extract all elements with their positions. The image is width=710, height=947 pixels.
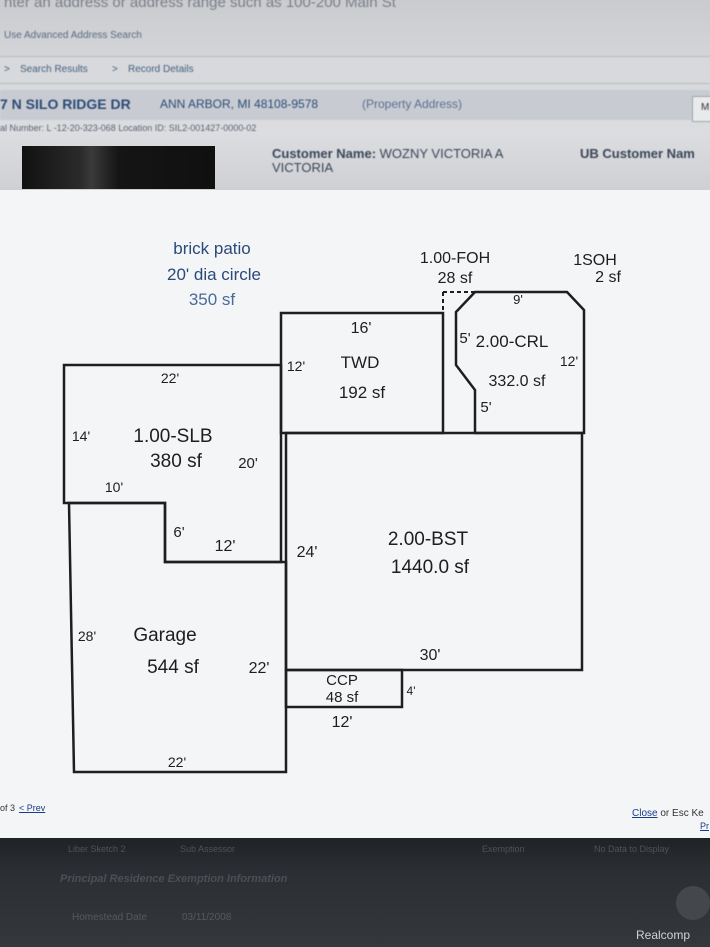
property-city: ANN ARBOR, MI 48108-9578 — [160, 97, 319, 111]
lower-col-3: Exemption — [482, 844, 525, 854]
lower-panel: Liber Sketch 2 Sub Assessor Exemption No… — [0, 838, 710, 947]
crl-left-upper-dim: 5' — [459, 330, 470, 347]
pager-count: of 3 — [0, 803, 16, 813]
bst-area: 1440.0 sf — [391, 557, 470, 578]
ccp-outline — [284, 668, 404, 709]
crl-area: 332.0 sf — [489, 373, 546, 390]
customer-name: Customer Name: WOZNY VICTORIA A — [272, 146, 503, 161]
search-hint-text: nter an address or address range such as… — [4, 0, 396, 11]
breadcrumb-record-details[interactable]: Record Details — [128, 64, 194, 75]
lower-col-4: No Data to Display — [594, 844, 670, 854]
slb-left-dim: 14' — [72, 428, 90, 444]
ub-customer-label: UB Customer Nam — [580, 146, 695, 161]
patio-desc: 20' dia circle — [167, 265, 261, 284]
garage-area: 544 sf — [147, 657, 199, 678]
garage-bottom-dim: 22' — [168, 754, 186, 770]
customer-name-label: Customer Name: — [272, 146, 377, 161]
crl-right-dim: 12' — [560, 353, 578, 369]
ccp-right-dim: 4' — [407, 684, 416, 698]
close-link[interactable]: Close — [632, 808, 658, 819]
bst-bottom-dim: 30' — [420, 647, 441, 664]
bst-outline — [284, 431, 584, 672]
ccp-area: 48 sf — [326, 689, 359, 706]
slb-name: 1.00-SLB — [133, 426, 212, 447]
crl-outline — [454, 290, 586, 435]
breadcrumb: > Search Results > Record Details — [0, 56, 710, 84]
homestead-value: 03/11/2008 — [182, 912, 232, 923]
bst-left-dim: 24' — [297, 544, 318, 561]
bst-name: 2.00-BST — [388, 529, 469, 550]
map-button[interactable]: M — [692, 96, 710, 122]
twd-left-dim: 12' — [287, 358, 305, 374]
twd-name: TWD — [341, 353, 380, 372]
pin-icon — [676, 886, 710, 920]
patio-area: 350 sf — [189, 290, 236, 309]
customer-name-line2: VICTORIA — [272, 160, 334, 175]
slb-notch-horizontal-dim: 12' — [215, 538, 236, 555]
foh-name: 1.00-FOH — [420, 250, 490, 267]
section-title: Principal Residence Exemption Informatio… — [60, 873, 288, 885]
close-hint-suffix: or Esc Ke — [657, 808, 704, 819]
ccp-name: CCP — [326, 672, 358, 689]
soh-area: 2 sf — [595, 269, 621, 286]
lower-col-1: Liber Sketch 2 — [68, 844, 126, 854]
close-hint: Close or Esc Ke — [632, 808, 704, 819]
parcel-number: al Number: L -12-20-323-068 Location ID:… — [0, 123, 257, 133]
foh-outline — [442, 291, 475, 433]
foh-area: 28 sf — [438, 270, 473, 287]
breadcrumb-separator: > — [4, 64, 10, 75]
twd-area: 192 sf — [339, 383, 386, 402]
lower-col-2: Sub Assessor — [180, 844, 236, 854]
crl-left-lower-dim: 5' — [480, 399, 491, 416]
property-address-note: (Property Address) — [362, 97, 463, 111]
watermark: Realcomp — [636, 928, 691, 942]
ccp-bottom-dim: 12' — [332, 714, 353, 731]
property-address: 7 N SILO RIDGE DR — [0, 96, 131, 112]
crl-name: 2.00-CRL — [476, 332, 549, 351]
property-photo — [22, 146, 215, 189]
breadcrumb-separator: > — [112, 64, 118, 75]
prev-link[interactable]: < Prev — [19, 803, 46, 813]
slb-area: 380 sf — [150, 451, 202, 472]
slb-top-dim: 22' — [161, 370, 179, 386]
garage-right-dim: 22' — [249, 660, 270, 677]
slb-notch-vertical-dim: 6' — [173, 524, 184, 541]
pager: of 3< Prev — [0, 803, 45, 813]
garage-name: Garage — [133, 625, 196, 646]
property-address-bar: 7 N SILO RIDGE DR ANN ARBOR, MI 48108-95… — [0, 90, 710, 122]
map-button-label: M — [701, 102, 710, 113]
soh-name: 1SOH — [573, 252, 617, 269]
slb-bottom-dim: 10' — [105, 479, 123, 495]
crl-top-dim: 9' — [513, 292, 523, 307]
garage-left-dim: 28' — [78, 628, 96, 644]
patio-name: brick patio — [173, 239, 250, 258]
slb-right-dim: 20' — [238, 455, 258, 472]
customer-name-value: WOZNY VICTORIA A — [379, 146, 504, 161]
twd-top-dim: 16' — [351, 320, 372, 337]
print-link[interactable]: Pr — [700, 821, 709, 831]
homestead-label: Homestead Date — [72, 912, 148, 923]
breadcrumb-search-results[interactable]: Search Results — [20, 64, 88, 75]
building-sketch: brick patio 20' dia circle 350 sf 1.00-F… — [0, 190, 710, 840]
address-search-hint[interactable]: nter an address or address range such as… — [0, 0, 710, 22]
sketch-drawing: brick patio 20' dia circle 350 sf 1.00-F… — [62, 239, 621, 774]
advanced-search-link[interactable]: Use Advanced Address Search — [4, 30, 142, 41]
